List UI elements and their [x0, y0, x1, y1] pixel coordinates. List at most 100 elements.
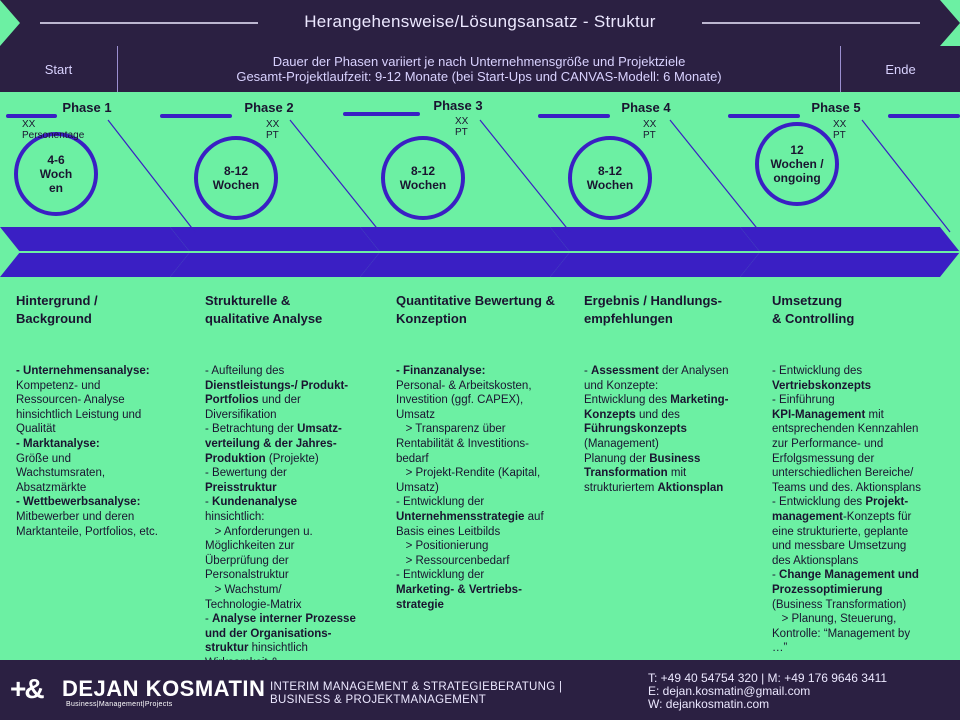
column-text-line: Preisstruktur	[205, 481, 385, 496]
column-text-line: Investition (ggf. CAPEX),	[396, 393, 576, 408]
column-text-line: und messbare Umsetzung	[772, 539, 954, 554]
text: Mitbewerber und deren	[16, 510, 135, 523]
column-text-line: hinsichtlich:	[205, 510, 385, 525]
phase-1-duration: 4-6 Woch en	[16, 134, 96, 214]
column-text-line: - Einführung	[772, 393, 954, 408]
phase-2-column: Strukturelle &qualitative Analyse - Auft…	[205, 292, 385, 685]
bold-text: Preisstruktur	[205, 481, 277, 494]
phase-2-duration-circle	[194, 136, 278, 220]
column-heading: Quantitative Bewertung &Konzeption	[396, 292, 576, 328]
column-text-line: Teams und des. Aktionsplans	[772, 481, 954, 496]
text: - Entwicklung der	[396, 569, 485, 582]
column-body: - Entwicklung des Vertriebskonzepts- Einf…	[772, 364, 954, 656]
column-text-line: - Entwicklung des Projekt-	[772, 495, 954, 510]
text: hinsichtlich:	[205, 510, 265, 523]
column-heading: Hintergrund / Background	[16, 292, 196, 328]
column-text-line: - Aufteilung des	[205, 364, 385, 379]
text: - Betrachtung der	[205, 423, 298, 436]
bold-text: Business	[649, 452, 701, 465]
phase-3-label: Phase 3	[433, 98, 483, 113]
text: Umsatz)	[396, 481, 439, 494]
phase-3-column: Quantitative Bewertung &Konzeption - Fin…	[396, 292, 576, 612]
column-text-line: struktur hinsichtlich	[205, 641, 385, 656]
column-text-line: Umsatz)	[396, 481, 576, 496]
bold-text: - Finanzanalyse:	[396, 365, 486, 377]
column-heading-line: Hintergrund /	[16, 293, 98, 308]
phase-4-duration-line: 8-12	[597, 164, 622, 178]
phase-1-label: Phase 1	[62, 100, 112, 115]
footer: +& DEJAN KOSMATIN Business|Management|Pr…	[0, 660, 960, 720]
text: mit	[865, 408, 884, 421]
text: > Projekt-Rendite (Kapital,	[396, 467, 541, 480]
column-text-line: - Assessment der Analysen	[584, 364, 764, 379]
text: Personalstruktur	[205, 569, 289, 582]
column-heading-line: Background	[16, 311, 92, 326]
text: Größe und	[16, 452, 71, 465]
column-text-line: entsprechenden Kennzahlen	[772, 422, 954, 437]
bold-text: Assessment	[591, 365, 659, 377]
title-bar: Herangehensweise/Lösungsansatz - Struktu…	[0, 0, 960, 46]
column-text-line: bedarf	[396, 452, 576, 467]
bold-text: und der Organisations-	[205, 627, 332, 640]
text: zur Performance- und	[772, 437, 884, 450]
bold-text: management	[772, 510, 843, 523]
column-text-line: > Ressourcenbedarf	[396, 554, 576, 569]
column-text-line: - Bewertung der	[205, 466, 385, 481]
bold-text: Dienstleistungs-/ Produkt-	[205, 379, 349, 392]
column-text-line: (Management)	[584, 437, 764, 452]
phase-1-duration-line: 4-6	[47, 153, 65, 167]
column-text-line: Überprüfung der	[205, 554, 385, 569]
column-text-line: KPI-Management mit	[772, 408, 954, 423]
text: -	[772, 569, 780, 582]
text: -	[205, 613, 213, 626]
column-heading: Strukturelle &qualitative Analyse	[205, 292, 385, 328]
bold-text: Analyse interner Prozesse	[212, 613, 356, 626]
logo-subtitle: Business|Management|Projects	[66, 701, 173, 708]
bold-text: Transformation	[584, 467, 668, 480]
bold-text: struktur	[205, 642, 249, 655]
phase-3-duration: 8-12 Wochen	[383, 138, 463, 218]
bold-text: verteilung & der Jahres-	[205, 437, 337, 450]
column-text-line: > Anforderungen u.	[205, 525, 385, 540]
duration-line-2: Gesamt-Projektlaufzeit: 9-12 Monate (bei…	[236, 69, 722, 84]
bold-text: Umsatz-	[297, 423, 342, 436]
text: Entwicklung des	[584, 394, 671, 407]
phase-5-duration-line: 12	[790, 143, 804, 157]
column-text-line: - Kundenanalyse	[205, 495, 385, 510]
column-text-line: (Business Transformation)	[772, 598, 954, 613]
column-text-line: Produktion (Projekte)	[205, 452, 385, 467]
bold-text: KPI-Management	[772, 408, 866, 421]
column-text-line: Rentabilität & Investitions-	[396, 437, 576, 452]
column-text-line: > Transparenz über	[396, 422, 576, 437]
text: Überprüfung der	[205, 554, 289, 567]
text: Marktanteile, Portfolios, etc.	[16, 525, 158, 538]
column-text-line: - Entwicklung der	[396, 568, 576, 583]
text: hinsichtlich	[248, 642, 308, 655]
phase-3-effort: XX PT	[455, 116, 469, 138]
column-text-line: eine strukturierte, geplante	[772, 525, 954, 540]
column-heading-line: & Controlling	[772, 311, 855, 326]
contact-email[interactable]: E: dejan.kosmatin@gmail.com	[648, 684, 811, 698]
text: Möglichkeiten zur	[205, 540, 295, 553]
bold-text: Kundenanalyse	[212, 496, 298, 509]
text: Technologie-Matrix	[205, 598, 302, 611]
duration-bar: Start Dauer der Phasen variiert je nach …	[0, 46, 960, 92]
end-label: Ende	[840, 46, 960, 92]
text: - Entwicklung des	[772, 496, 866, 509]
bold-text: strategie	[396, 598, 444, 611]
bold-text: Projekt-	[865, 496, 909, 509]
column-text-line: Vertriebskonzepts	[772, 379, 954, 394]
bold-text: Führungskonzepts	[584, 423, 687, 436]
text: Kontrolle: “Management by	[772, 627, 911, 640]
phase-1-column: Hintergrund /Background - Unternehmensan…	[16, 292, 196, 539]
column-text-line: hinsichtlich Leistung und	[16, 408, 196, 423]
column-text-line: Unternehmensstrategie auf	[396, 510, 576, 525]
bold-text: Konzepts	[584, 408, 636, 421]
text: Ressourcen- Analyse	[16, 394, 125, 407]
phase-4-column: Ergebnis / Handlungs-empfehlungen - Asse…	[584, 292, 764, 495]
text: Diversifikation	[205, 408, 277, 421]
text: > Ressourcenbedarf	[396, 554, 510, 567]
text: und des	[635, 408, 680, 421]
contact-web[interactable]: W: dejankosmatin.com	[648, 697, 770, 711]
bold-text: Marketing- & Vertriebs-	[396, 583, 522, 596]
